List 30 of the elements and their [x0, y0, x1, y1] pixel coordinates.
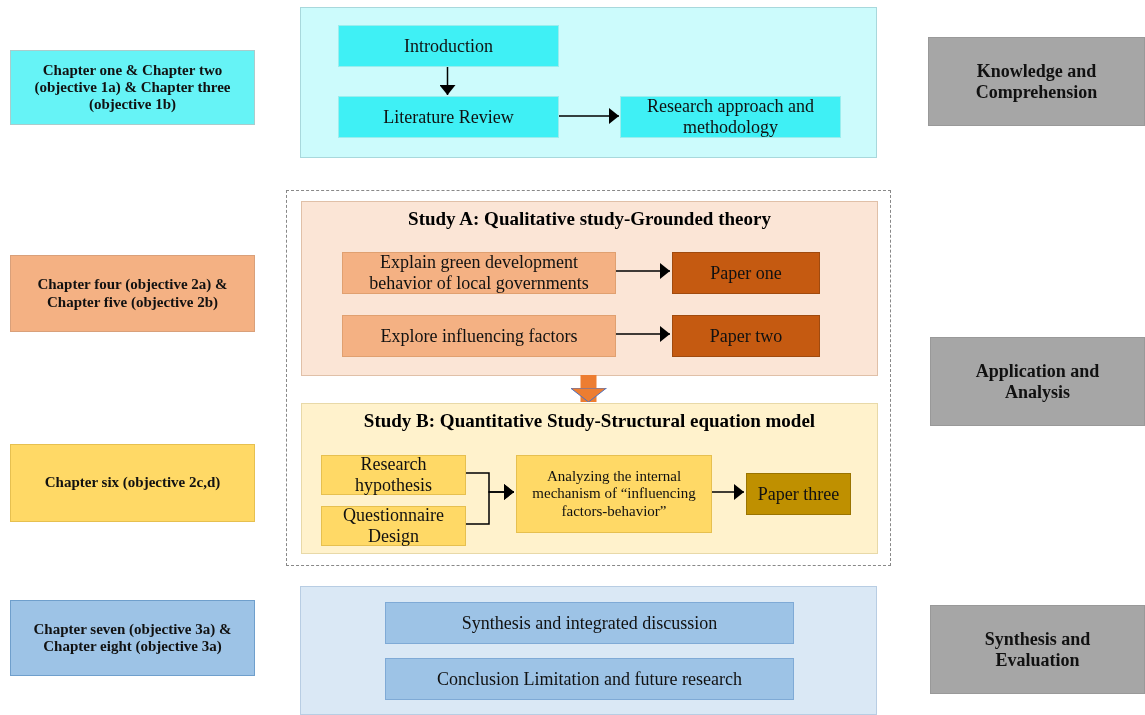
process-box: Paper three: [746, 473, 851, 515]
chapter-label-box: Chapter four (objective 2a) & Chapter five (objective 2b): [10, 255, 255, 332]
process-box: Explain green development behavior of local governments: [342, 252, 616, 294]
process-box: Research hypothesis: [321, 455, 466, 495]
category-box: Synthesis and Evaluation: [930, 605, 1145, 694]
process-box: Paper two: [672, 315, 820, 357]
panel-title: Study B: Quantitative Study-Structural equation model: [362, 410, 817, 432]
study-panel: [301, 201, 878, 376]
chapter-label-box: Chapter seven (objective 3a) & Chapter eight (objective 3a): [10, 600, 255, 676]
process-box: Synthesis and integrated discussion: [385, 602, 794, 644]
panel-title: Study A: Qualitative study-Grounded theory: [407, 208, 772, 230]
process-box: Literature Review: [338, 96, 559, 138]
process-box: Analyzing the internal mechanism of “influencing factors-behavior”: [516, 455, 712, 533]
process-box: Research approach and methodology: [620, 96, 841, 138]
category-box: Knowledge and Comprehension: [928, 37, 1145, 126]
dashed-frame: [286, 190, 891, 566]
block-arrow: [570, 375, 607, 403]
process-box: Questionnaire Design: [321, 506, 466, 546]
chapter-label-box: Chapter six (objective 2c,d): [10, 444, 255, 522]
study-panel: [301, 403, 878, 554]
chapter-label-box: Chapter one & Chapter two (objective 1a) & Chapter three (objective 1b): [10, 50, 255, 125]
process-box: Paper one: [672, 252, 820, 294]
panel: [300, 7, 877, 158]
process-box: Conclusion Limitation and future research: [385, 658, 794, 700]
arrow: [439, 65, 456, 96]
arrow: [557, 108, 620, 124]
panel: [300, 586, 877, 715]
process-box: Introduction: [338, 25, 559, 67]
process-box: Explore influencing factors: [342, 315, 616, 357]
category-box: Application and Analysis: [930, 337, 1145, 426]
